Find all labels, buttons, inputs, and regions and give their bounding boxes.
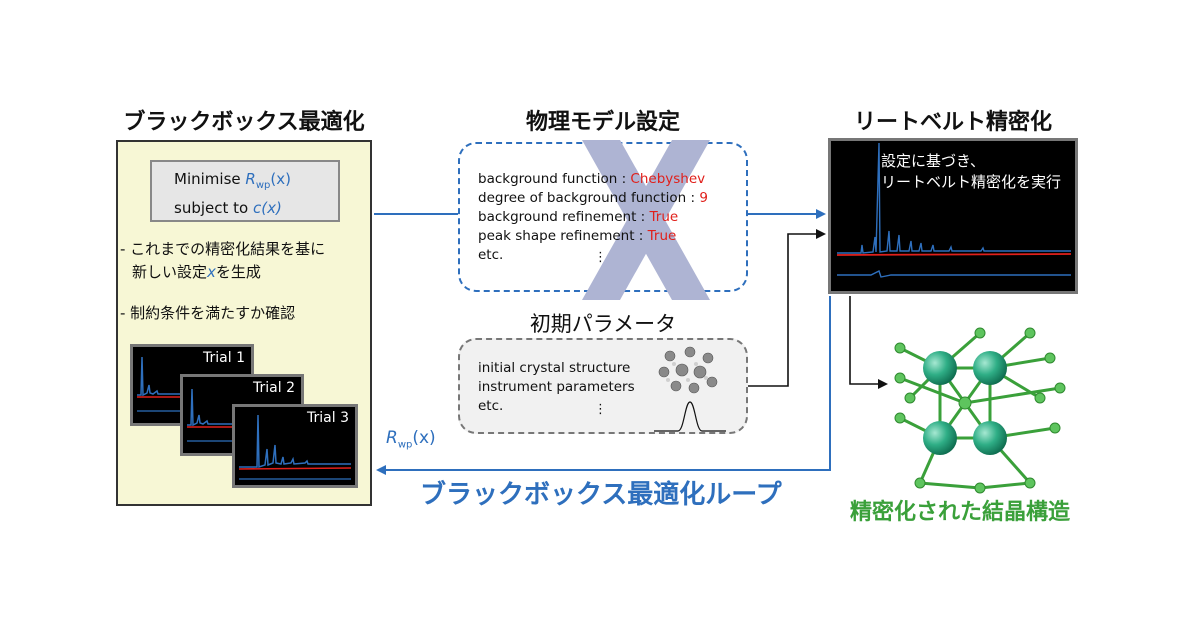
param-background-function: background function : Chebyshev [478, 171, 706, 187]
peak-profile-icon [654, 401, 726, 432]
rietveld-pattern [836, 142, 1072, 278]
physical-model-heading: 物理モデル設定 [525, 110, 680, 135]
param-background-refinement: background refinement : True [478, 209, 679, 225]
trial-3-label: Trial 3 [307, 410, 349, 426]
bullet-constraint: - 制約条件を満たすか確認 [120, 304, 296, 322]
rietveld-caption: 設定に基づき、 リートベルト精密化を実行 [881, 152, 1062, 191]
rietveld-heading: リートベルト精密化 [853, 110, 1052, 135]
initial-params-box [458, 338, 748, 434]
objective-rwp: Rwp(x) [245, 170, 291, 191]
initial-params-heading: 初期パラメータ [529, 312, 677, 336]
crossed-out-x-mark [582, 140, 710, 300]
physical-model-more: ⋮ [594, 250, 607, 265]
rietveld-screen: 設定に基づき、 リートベルト精密化を実行 [828, 138, 1078, 294]
constraint-cx: c(x) [252, 199, 282, 217]
trial-3-screen: Trial 3 [232, 404, 358, 488]
trial-2-label: Trial 2 [253, 380, 295, 396]
blackbox-heading: ブラックボックス最適化 [123, 110, 365, 135]
subject-to-label: subject to [174, 199, 249, 217]
param-peak-shape-refinement: peak shape refinement : True [478, 228, 677, 244]
param-etc: etc. [478, 247, 504, 263]
feedback-rwp-label: Rwp(x) [386, 428, 436, 451]
crystal-structure-thumbnail [658, 346, 718, 394]
optimisation-loop-label: ブラックボックス最適化ループ [420, 480, 782, 510]
bullet-generate: - これまでの精密化結果を基に 新しい設定xを生成 [120, 240, 326, 281]
refined-crystal-structure [894, 327, 1066, 494]
param-background-degree: degree of background function : 9 [478, 190, 708, 206]
trial-3-pattern [238, 414, 352, 480]
physical-model-params: background function : Chebyshev degree o… [478, 170, 708, 265]
trial-1-label: Trial 1 [203, 350, 245, 366]
initial-params-list: initial crystal structure instrument par… [478, 360, 635, 414]
objective-box: Minimise Rwp(x) subject to c(x) [150, 160, 340, 222]
minimise-label: Minimise [174, 170, 241, 188]
refined-structure-label: 精密化された結晶構造 [850, 500, 1071, 525]
initial-params-more: ⋮ [594, 402, 607, 417]
